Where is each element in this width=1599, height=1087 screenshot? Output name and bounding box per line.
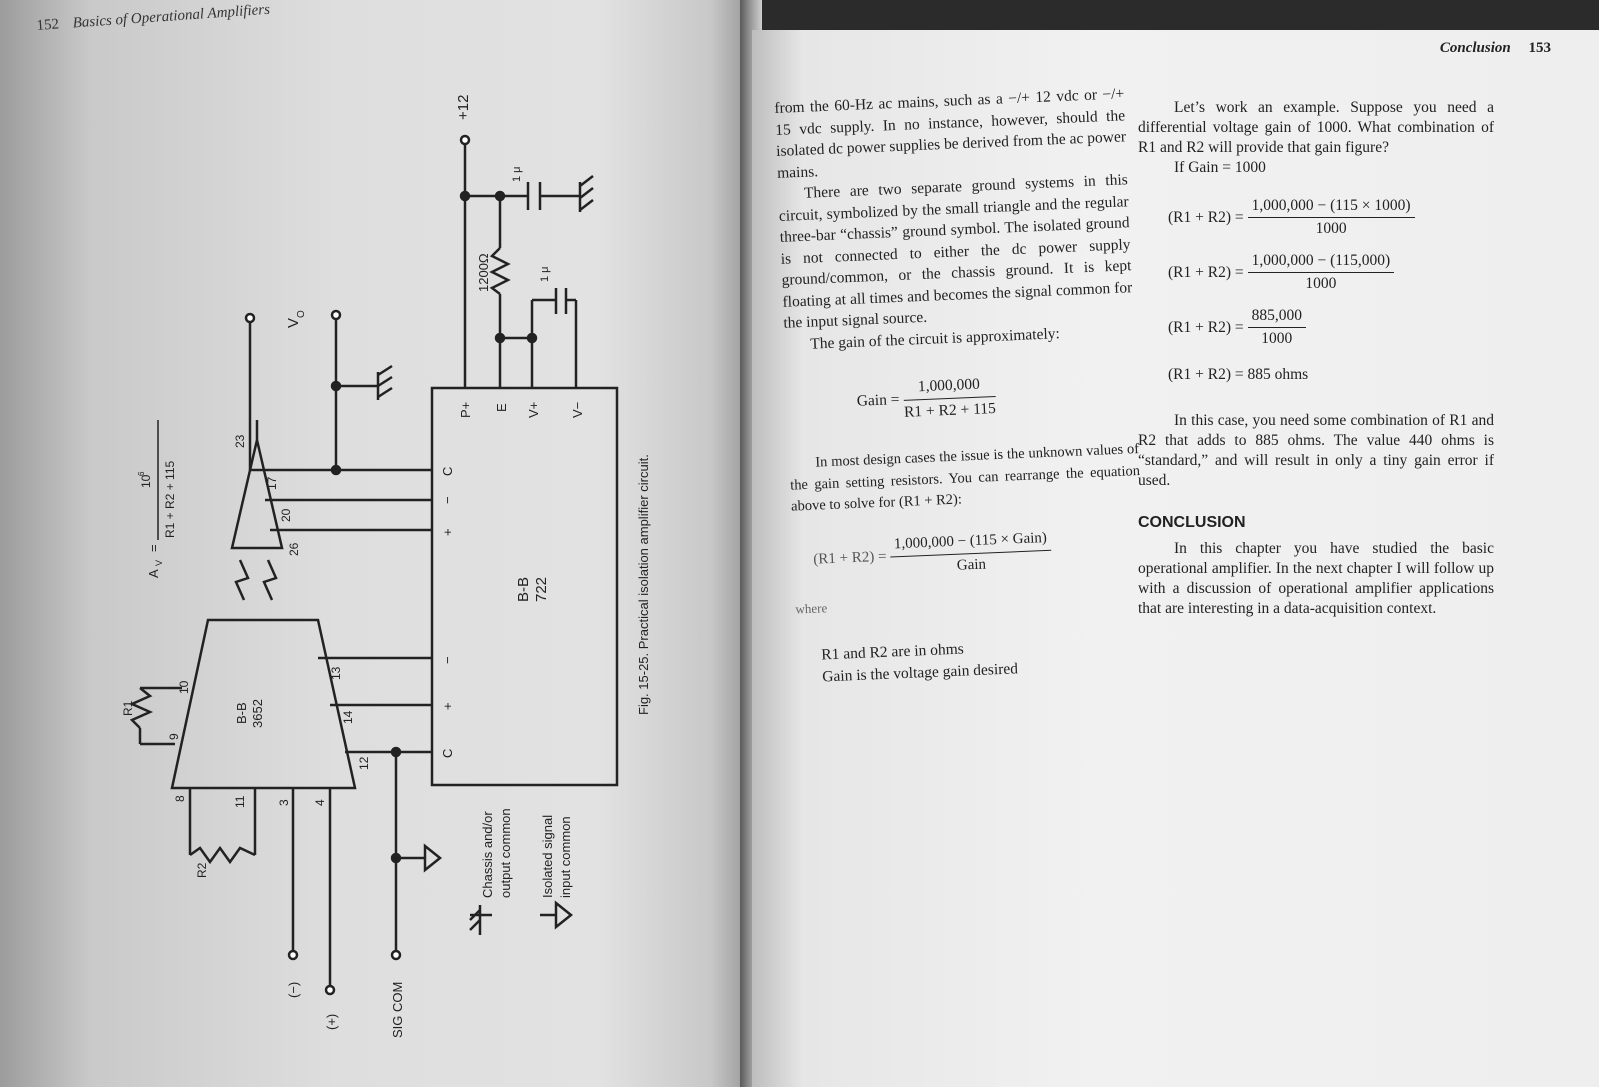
legend-iso-line2: input common — [558, 816, 573, 898]
paragraph-conclusion: In this chapter you have studied the bas… — [1138, 540, 1494, 617]
legend-iso-line1: Isolated signal — [540, 815, 555, 898]
step1-numerator: 1,000,000 − (115 × 1000) — [1247, 196, 1415, 218]
paragraph-mains: from the 60-Hz ac mains, such as a −/+ 1… — [774, 85, 1127, 182]
bb722-block — [430, 386, 619, 787]
gain-formula-sub: V — [154, 560, 164, 566]
gain-formula-den: R1 + R2 + 115 — [163, 461, 177, 538]
pin-p: P+ — [458, 402, 473, 418]
step3-denominator: 1000 — [1261, 330, 1293, 347]
r1-label: R1 — [121, 700, 135, 716]
legend-chassis-line2: output common — [498, 808, 513, 898]
pin-vplus: V+ — [526, 402, 541, 418]
output-amp — [230, 439, 284, 550]
pin-23: 23 — [233, 434, 247, 448]
figure-caption: Fig. 15-25. Practical isolation amplifie… — [636, 454, 651, 715]
pin-14: 14 — [341, 710, 355, 724]
pin-4: 4 — [313, 799, 327, 806]
pin-minus-top: − — [440, 496, 455, 504]
bb722-label-b: 722 — [533, 577, 550, 602]
resistor-1200-label: 1200Ω — [476, 253, 491, 292]
right-page-number: 153 — [1528, 40, 1552, 56]
step1-denominator: 1000 — [1315, 220, 1347, 237]
legend-chassis-line1: Chassis and/or — [480, 811, 495, 898]
paragraph-standard-value: In this case, you need some combination … — [1138, 412, 1494, 489]
pin-vminus: V− — [570, 402, 585, 418]
pin-17: 17 — [265, 476, 279, 490]
step3-numerator: 885,000 — [1247, 306, 1306, 328]
pin-plus-top: + — [440, 528, 455, 536]
paragraph-grounds: There are two separate ground systems in… — [778, 171, 1133, 332]
right-running-head: Conclusion 153 — [1440, 40, 1551, 57]
where-label: where — [795, 599, 828, 617]
gain-formula-a: A — [146, 569, 161, 578]
solution-step-2: (R1 + R2) = 1,000,000 − (115,000) 1000 — [1168, 251, 1494, 294]
pin-c-bot: C — [440, 749, 455, 758]
right-page: Conclusion 153 from the 60-Hz ac mains, … — [752, 30, 1599, 1087]
step2-lhs: (R1 + R2) = — [1168, 263, 1244, 281]
gain-eq-denominator: R1 + R2 + 115 — [903, 399, 997, 421]
right-running-title: Conclusion — [1439, 40, 1511, 56]
solution-step-3: (R1 + R2) = 885,000 1000 — [1168, 306, 1494, 349]
pin-8: 8 — [173, 795, 187, 802]
pin-plus-bot: + — [440, 702, 455, 710]
sig-com-label: SIG COM — [390, 982, 405, 1038]
step2-denominator: 1000 — [1305, 275, 1337, 292]
vo-sub-label: O — [296, 310, 307, 318]
right-column-2: Let’s work an example. Suppose you need … — [1138, 98, 1494, 619]
bb3652-block — [170, 618, 357, 790]
gain-formula-equals: = — [146, 544, 161, 552]
isolation-amplifier-schematic: +12 1 μ 1 μ 1200Ω V O P+ E V+ V− C − + −… — [121, 95, 651, 1038]
pin-26: 26 — [287, 542, 301, 556]
input-plus-label: (+) — [324, 1014, 339, 1030]
rearranged-eq-lhs: (R1 + R2) = — [813, 548, 887, 568]
step2-numerator: 1,000,000 − (115,000) — [1247, 251, 1395, 273]
paragraph-rearrange: In most design cases the issue is the un… — [789, 441, 1141, 515]
input-minus-label: (−) — [286, 982, 301, 998]
pin-12: 12 — [357, 756, 371, 770]
step1-lhs: (R1 + R2) = — [1168, 208, 1244, 226]
pin-3: 3 — [277, 799, 291, 806]
bb722-label-a: B-B — [515, 577, 532, 602]
pin-11: 11 — [233, 795, 247, 808]
pin-20: 20 — [279, 508, 293, 522]
paragraph-example: Let’s work an example. Suppose you need … — [1138, 99, 1494, 156]
if-gain-line: If Gain = 1000 — [1174, 159, 1266, 176]
gain-eq-lhs: Gain = — [856, 391, 900, 411]
rearranged-equation: (R1 + R2) = 1,000,000 − (115 × Gain)Gain — [812, 523, 1144, 583]
rail-label: +12 — [455, 95, 472, 120]
solution-step-1: (R1 + R2) = 1,000,000 − (115 × 1000) 1000 — [1168, 196, 1494, 239]
right-column-1: from the 60-Hz ac mains, such as a −/+ 1… — [774, 83, 1148, 688]
gain-formula-exp: 6 — [137, 471, 146, 476]
pin-9: 9 — [167, 733, 181, 740]
step3-lhs: (R1 + R2) = — [1168, 318, 1244, 336]
pin-10: 10 — [177, 680, 191, 694]
pin-c-top: C — [440, 467, 455, 476]
gain-formula-num: 10 — [139, 474, 153, 488]
solution-result: (R1 + R2) = 885 ohms — [1168, 366, 1309, 383]
cap-1u-label-b: 1 μ — [539, 266, 551, 282]
bb3652-label-b: 3652 — [250, 699, 265, 728]
pin-e: E — [494, 403, 509, 412]
r2-label: R2 — [195, 862, 209, 878]
vo-label: V — [285, 318, 302, 328]
left-page: 152 Basics of Operational Amplifiers — [0, 0, 748, 1087]
conclusion-heading: CONCLUSION — [1138, 514, 1246, 531]
bb3652-label-a: B-B — [234, 702, 249, 724]
pin-13: 13 — [329, 666, 343, 680]
pin-minus-bot: − — [440, 656, 455, 664]
cap-1u-label-a: 1 μ — [511, 166, 523, 182]
